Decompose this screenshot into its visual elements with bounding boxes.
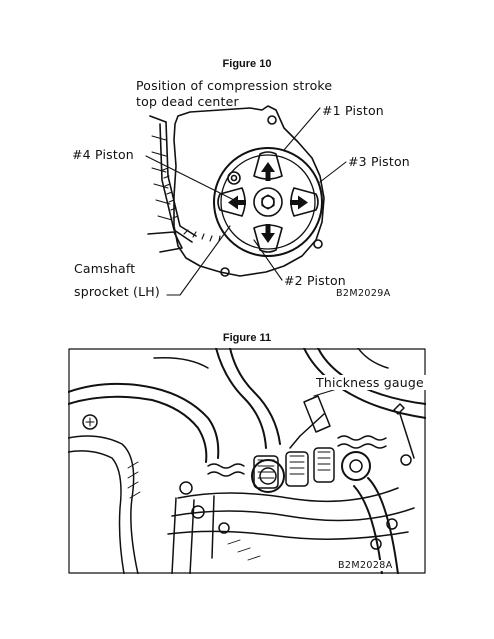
piston-2-label: #2 Piston (284, 273, 346, 288)
figure-11-caption: Figure 11 (222, 332, 272, 344)
figure-11-drawing: Thickness gauge B2M2028A (68, 348, 426, 574)
camshaft-label-line1: Camshaft (74, 261, 136, 276)
piston-1-label: #1 Piston (322, 103, 384, 118)
figure-10-code: B2M2029A (336, 288, 391, 299)
piston-3-label: #3 Piston (348, 154, 410, 169)
camshaft-label-line2: sprocket (LH) (74, 284, 160, 299)
camshaft-sprocket-illustration (145, 105, 347, 296)
figure-10-title-line1: Position of compression stroke (136, 78, 333, 93)
thickness-gauge-label: Thickness gauge (314, 375, 426, 390)
figure-10-caption: Figure 10 (222, 58, 272, 70)
figure-10-drawing: Position of compression stroke top dead … (70, 76, 422, 304)
engine-valve-illustration (68, 348, 426, 574)
figure-10-title-line2: top dead center (136, 94, 239, 109)
piston-4-label: #4 Piston (72, 147, 134, 162)
figure-11-code: B2M2028A (338, 560, 393, 571)
